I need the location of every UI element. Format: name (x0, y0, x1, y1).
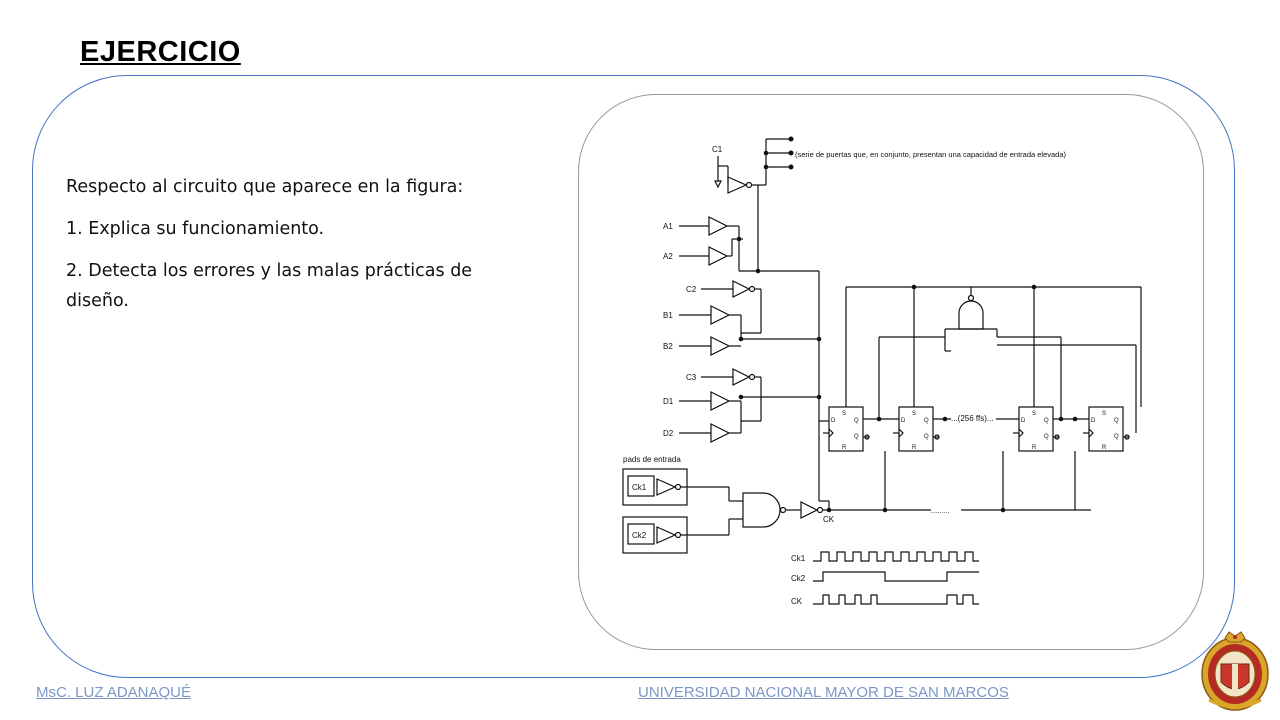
ff3-pin-r: R (1032, 445, 1037, 451)
label-c3: C3 (686, 373, 697, 382)
waveform-label-ck2: Ck2 (791, 574, 806, 583)
ff2-pin-d: D (901, 418, 906, 424)
label-d1: D1 (663, 397, 674, 406)
label-c2: C2 (686, 285, 697, 294)
ff1-pin-r: R (842, 445, 847, 451)
ff-count-label: ...(256 ffs)... (951, 414, 994, 423)
university-seal-icon (1201, 631, 1269, 711)
ff3-pin-d: D (1021, 418, 1026, 424)
label-a1: A1 (663, 222, 673, 231)
pad-ck2-label: Ck2 (632, 531, 647, 540)
label-b2: B2 (663, 342, 673, 351)
ff1-pin-d: D (831, 418, 836, 424)
footer-author[interactable]: MsC. LUZ ADANAQUÉ (36, 684, 192, 701)
ff2-pin-q: Q (924, 418, 929, 424)
ff2-pin-qn: Q (924, 434, 929, 440)
ff1-pin-s: S (842, 411, 846, 417)
label-c1: C1 (712, 145, 723, 154)
ff1-pin-qn: Q (854, 434, 859, 440)
footer-university[interactable]: UNIVERSIDAD NACIONAL MAYOR DE SAN MARCOS (638, 684, 1009, 701)
label-d2: D2 (663, 429, 674, 438)
circuit-figure-frame: (serie de puertas que, en conjunto, pres… (578, 94, 1204, 650)
capacitance-note: (serie de puertas que, en conjunto, pres… (795, 150, 1067, 159)
clock-line-dots: .......... (930, 508, 950, 515)
label-b1: B1 (663, 311, 673, 320)
ff4-pin-qn: Q (1114, 434, 1119, 440)
ff4-pin-r: R (1102, 445, 1107, 451)
circuit-diagram: (serie de puertas que, en conjunto, pres… (622, 136, 1142, 606)
ff2-pin-r: R (912, 445, 917, 451)
pads-title: pads de entrada (623, 455, 681, 464)
ff4-pin-d: D (1091, 418, 1096, 424)
pad-ck1-label: Ck1 (632, 483, 647, 492)
ff3-pin-qn: Q (1044, 434, 1049, 440)
waveform-label-ck1: Ck1 (791, 554, 806, 563)
label-a2: A2 (663, 252, 673, 261)
ff4-pin-q: Q (1114, 418, 1119, 424)
ff3-pin-q: Q (1044, 418, 1049, 424)
ff1-pin-q: Q (854, 418, 859, 424)
instruction-item-2: 2. Detecta los errores y las malas práct… (66, 261, 473, 311)
ck-label: CK (823, 515, 835, 524)
instructions-block: Respecto al circuito que aparece en la f… (66, 172, 526, 328)
waveform-label-ck: CK (791, 597, 803, 606)
instruction-intro: Respecto al circuito que aparece en la f… (66, 177, 464, 197)
content-frame (32, 75, 1235, 678)
ff3-pin-s: S (1032, 411, 1036, 417)
instruction-item-1: 1. Explica su funcionamiento. (66, 219, 325, 239)
ff2-pin-s: S (912, 411, 916, 417)
ff4-pin-s: S (1102, 411, 1106, 417)
slide-title: EJERCICIO (80, 36, 241, 68)
